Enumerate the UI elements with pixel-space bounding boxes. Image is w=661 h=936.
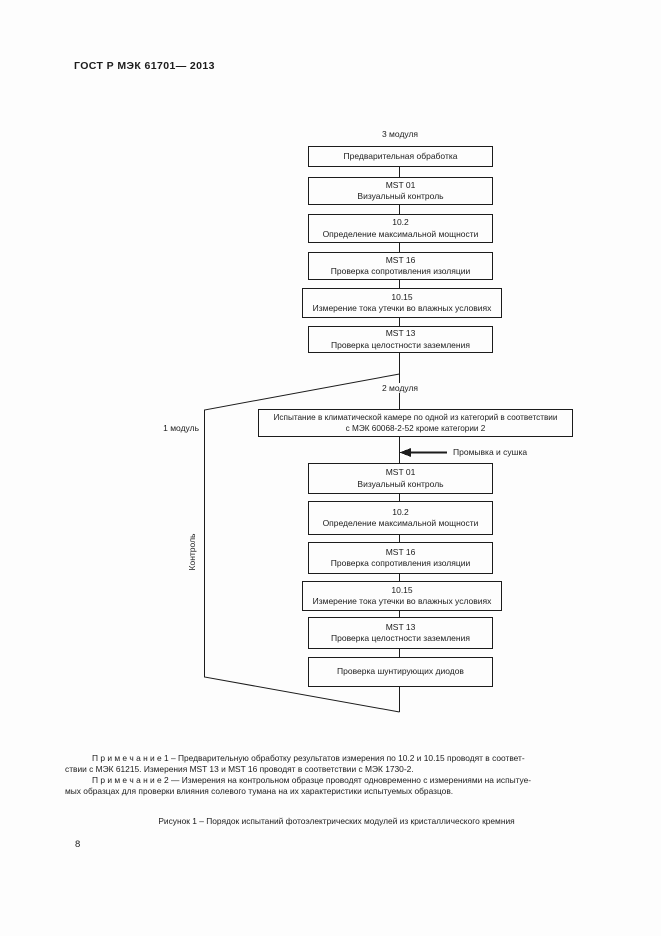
flow-box-code: MST 01 — [385, 179, 416, 190]
flow-box-title: Проверка сопротивления изоляции — [330, 266, 471, 276]
flow-box-visual-inspection-1: MST 01 Визуальный контроль — [308, 177, 493, 205]
flow-box-title: Предварительная обработка — [343, 150, 458, 161]
flow-box-code: MST 16 — [385, 546, 416, 557]
flow-box-visual-inspection-2: MST 01 Визуальный контроль — [308, 463, 493, 494]
flow-box-insulation-1: MST 16 Проверка сопротивления изоляции — [308, 252, 493, 280]
notes-block: П р и м е ч а н и е 1 – Предварительную … — [65, 753, 608, 797]
flow-box-max-power-1: 10.2 Определение максимальной мощности — [308, 214, 493, 243]
arrow-left-icon — [399, 448, 411, 457]
flow-box-insulation-2: MST 16 Проверка сопротивления изоляции — [308, 542, 493, 574]
flow-box-wet-leakage-1: 10.15 Измерение тока утечки во влажных у… — [302, 288, 502, 318]
flow-box-title: Проверка сопротивления изоляции — [330, 558, 471, 568]
flow-box-title: Проверка шунтирующих диодов — [337, 666, 464, 677]
note-2-line-2: мых образцах для проверки влияния солево… — [65, 786, 454, 796]
flow-box-climatic-chamber: Испытание в климатической камере по одно… — [258, 409, 573, 437]
page-number: 8 — [75, 839, 81, 850]
flow-box-code: 10.15 — [391, 291, 413, 302]
flow-box-code: 10.2 — [392, 506, 409, 517]
flow-box-title-line2: с МЭК 60068-2-52 кроме категории 2 — [345, 424, 486, 433]
flow-box-title-line1: Испытание в климатической камере по одно… — [273, 412, 558, 422]
flow-box-pretreatment: Предварительная обработка — [308, 146, 493, 167]
flow-box-code: MST 13 — [385, 621, 416, 632]
note-1-line-1: П р и м е ч а н и е 1 – Предварительную … — [92, 753, 525, 763]
flow-box-wet-leakage-2: 10.15 Измерение тока утечки во влажных у… — [302, 581, 502, 611]
label-3-modules: 3 модуля — [378, 129, 422, 139]
page-header: ГОСТ Р МЭК 61701— 2013 — [74, 60, 215, 72]
flow-box-code: MST 16 — [385, 254, 416, 265]
flowchart-connectors — [204, 167, 447, 713]
label-control: Контроль — [187, 533, 197, 571]
flow-box-title: Измерение тока утечки во влажных условия… — [312, 303, 492, 313]
flow-box-title: Визуальный контроль — [357, 478, 444, 489]
flow-box-title: Проверка целостности заземления — [331, 633, 470, 643]
flow-box-ground-continuity-2: MST 13 Проверка целостности заземления — [308, 617, 493, 649]
flow-box-title: Определение максимальной мощности — [322, 228, 479, 239]
figure-caption: Рисунок 1 – Порядок испытаний фотоэлектр… — [158, 816, 515, 826]
note-1-line-2: ствии с МЭК 61215. Измерения MST 13 и MS… — [65, 764, 414, 774]
label-wash-and-dry: Промывка и сушка — [453, 447, 528, 457]
label-2-modules: 2 модуля — [378, 383, 422, 393]
flow-box-code: 10.15 — [391, 584, 413, 595]
note-2-line-1: П р и м е ч а н и е 2 — Измерения на кон… — [92, 775, 532, 785]
flow-box-title: Визуальный контроль — [357, 191, 444, 201]
flow-box-title: Измерение тока утечки во влажных условия… — [312, 596, 492, 606]
flow-box-code: 10.2 — [392, 217, 409, 227]
flow-box-code: MST 13 — [385, 328, 416, 338]
flow-box-max-power-2: 10.2 Определение максимальной мощности — [308, 501, 493, 535]
flow-box-code: MST 01 — [385, 467, 416, 477]
flow-box-bypass-diode: Проверка шунтирующих диодов — [308, 657, 493, 687]
label-1-module: 1 модуль — [163, 423, 199, 433]
flow-box-title: Проверка целостности заземления — [331, 339, 470, 350]
flow-box-ground-continuity-1: MST 13 Проверка целостности заземления — [308, 326, 493, 353]
flow-box-title: Определение максимальной мощности — [322, 518, 479, 528]
